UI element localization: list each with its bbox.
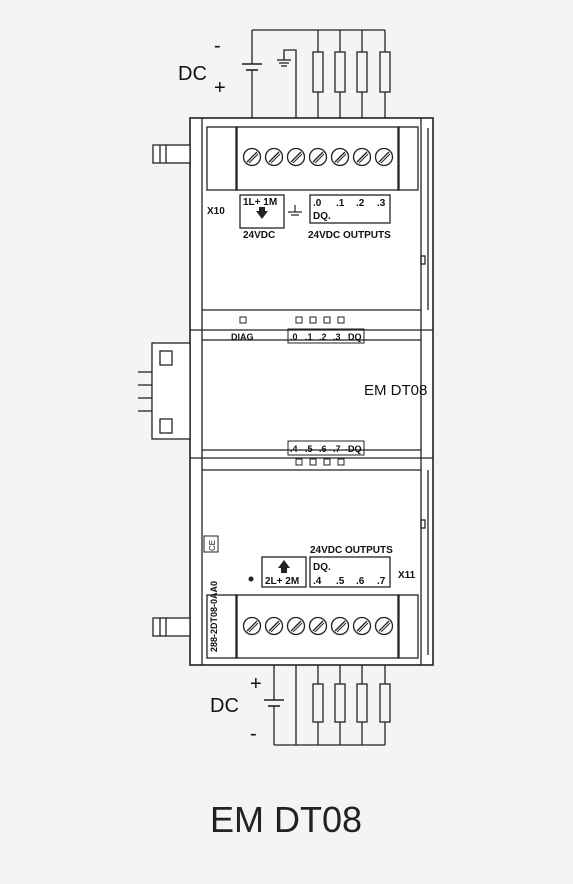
led-label-dq-1: DQ xyxy=(348,332,362,342)
bottom-channel-6: .6 xyxy=(356,576,365,587)
led-dq-4 xyxy=(295,458,303,466)
top-dc-plus: + xyxy=(214,77,226,99)
top-screw-terminals xyxy=(242,147,394,167)
top-connector-label: X10 xyxy=(207,206,225,217)
ground-symbol xyxy=(288,205,302,216)
ce-mark xyxy=(203,535,219,553)
bottom-dc-plus: + xyxy=(250,673,262,695)
din-clip-top xyxy=(152,144,191,164)
bottom-dc-label: DC xyxy=(210,695,239,717)
led-label-7: .7 xyxy=(333,444,341,454)
top-dq-label: DQ. xyxy=(313,211,331,222)
order-number: 288-2DT08-0AA0 xyxy=(209,581,219,652)
bottom-screw-terminals xyxy=(242,616,394,636)
top-channel-0: .0 xyxy=(313,198,322,209)
bottom-channel-4: .4 xyxy=(313,576,322,587)
top-channel-3: .3 xyxy=(377,198,386,209)
bottom-load-resistors xyxy=(312,665,391,745)
bottom-channel-5: .5 xyxy=(336,576,345,587)
top-power-arrow-down-icon xyxy=(256,211,268,219)
led-dq-6 xyxy=(323,458,331,466)
led-dq-7 xyxy=(337,458,345,466)
bottom-dq-label: DQ. xyxy=(313,562,331,573)
module-model-label: EM DT08 xyxy=(364,382,427,399)
bottom-channel-7: .7 xyxy=(377,576,386,587)
bottom-power-terminal-box xyxy=(261,556,307,588)
led-label-5: .5 xyxy=(305,444,313,454)
bottom-power-terminals: 2L+ 2M xyxy=(265,576,299,587)
led-label-2: .2 xyxy=(319,332,327,342)
led-dq-3 xyxy=(337,316,345,324)
led-dq-1 xyxy=(309,316,317,324)
led-dq-5 xyxy=(309,458,317,466)
led-label-4: .4 xyxy=(290,444,298,454)
bottom-connector-label: X11 xyxy=(398,570,416,581)
status-dot xyxy=(248,576,254,582)
top-load-resistors xyxy=(312,30,391,118)
top-channel-1: .1 xyxy=(336,198,345,209)
bottom-outputs-label: 24VDC OUTPUTS xyxy=(310,545,393,556)
top-power-terminal-box xyxy=(239,194,285,229)
top-dc-minus: - xyxy=(214,35,221,57)
bottom-wiring xyxy=(264,665,391,746)
diag-label: DIAG xyxy=(231,332,254,342)
led-label-0: .0 xyxy=(290,332,298,342)
caption: EM DT08 xyxy=(210,799,362,840)
status-leds xyxy=(239,316,345,466)
bus-connector xyxy=(138,342,191,440)
led-label-dq-2: DQ xyxy=(348,444,362,454)
top-power-terminals: 1L+ 1M xyxy=(243,197,277,208)
bottom-power-arrow-up-icon xyxy=(278,560,290,568)
top-wiring xyxy=(242,29,391,118)
top-channel-2: .2 xyxy=(356,198,365,209)
led-diag xyxy=(239,316,247,324)
bottom-dc-minus: - xyxy=(250,723,257,745)
led-label-1: .1 xyxy=(305,332,313,342)
top-outputs-box xyxy=(309,194,391,224)
led-label-3: .3 xyxy=(333,332,341,342)
led-dq-2 xyxy=(323,316,331,324)
din-clip-bottom xyxy=(152,617,191,637)
top-outputs-label: 24VDC OUTPUTS xyxy=(308,230,391,241)
module-housing xyxy=(138,117,434,666)
led-label-6: .6 xyxy=(319,444,327,454)
ce-mark-text: CE xyxy=(208,540,217,551)
top-power-label: 24VDC xyxy=(243,230,275,241)
top-dc-label: DC xyxy=(178,63,207,85)
bottom-outputs-box xyxy=(309,556,391,588)
led-dq-0 xyxy=(295,316,303,324)
